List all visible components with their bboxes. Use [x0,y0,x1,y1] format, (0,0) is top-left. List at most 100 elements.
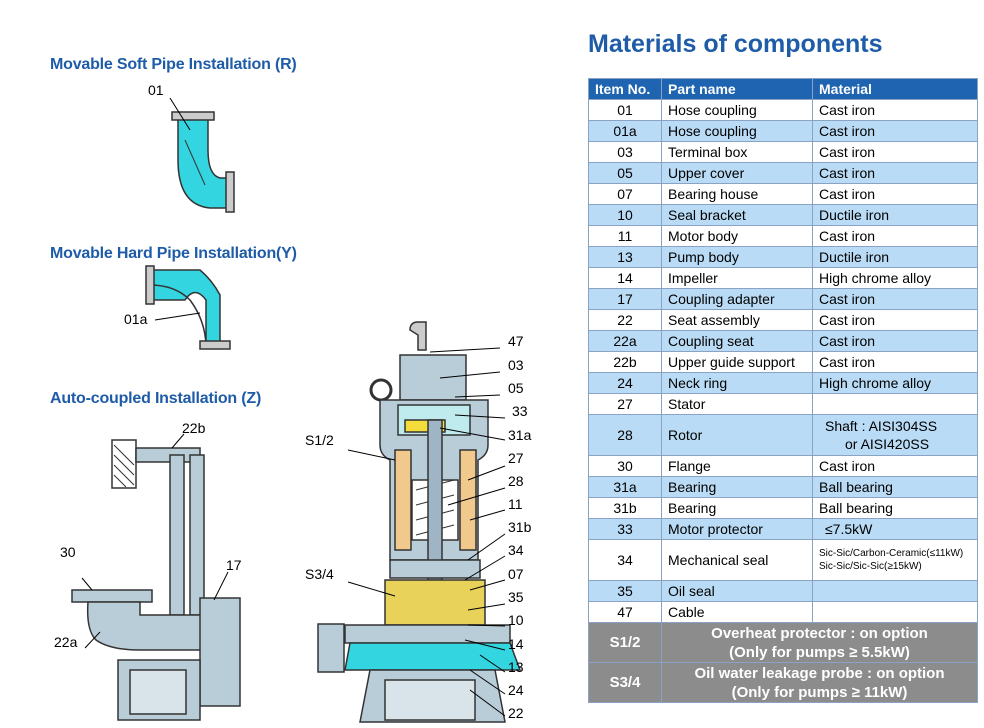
material: Cast iron [812,162,978,184]
header-material: Material [812,78,978,100]
item-no: 47 [588,601,662,623]
note-line-2: (Only for pumps ≥ 5.5kW) [729,643,910,661]
note-text: Oil water leakage probe : on option (Onl… [661,662,978,703]
material-line-1: Sic-Sic/Carbon-Ceramic(≤11kW) [819,548,964,559]
item-no: 11 [588,225,662,247]
table-row: 01a Hose coupling Cast iron [588,120,978,142]
table-header-row: Item No. Part name Material [588,78,978,100]
item-no: 01 [588,99,662,121]
callout-s12: S1/2 [305,432,334,448]
item-no: 24 [588,372,662,394]
part-name: Coupling seat [661,330,813,352]
callout-35: 35 [508,589,524,605]
material: High chrome alloy [812,267,978,289]
table-row: 34 Mechanical seal Sic-Sic/Carbon-Cerami… [588,539,978,581]
item-no: 14 [588,267,662,289]
material: Cast iron [812,330,978,352]
material: Shaft : AISI304SS or AISI420SS [812,414,978,456]
part-name: Mechanical seal [661,539,813,581]
callout-10: 10 [508,612,524,628]
item-no: 13 [588,246,662,268]
part-name: Bearing [661,476,813,498]
part-name: Motor protector [661,518,813,540]
materials-title: Materials of components [588,30,883,58]
material: Cast iron [812,141,978,163]
item-no: 35 [588,580,662,602]
table-row: 10 Seal bracket Ductile iron [588,204,978,226]
part-name: Bearing [661,497,813,519]
material: Ball bearing [812,476,978,498]
material: Cast iron [812,183,978,205]
note-row: S3/4 Oil water leakage probe : on option… [588,662,978,703]
material [812,580,978,602]
material: Sic-Sic/Carbon-Ceramic(≤11kW) Sic-Sic/Si… [812,539,978,581]
material: Cast iron [812,120,978,142]
material: Cast iron [812,309,978,331]
callout-17: 17 [226,557,242,573]
auto-coupled-title: Auto-coupled Installation (Z) [50,390,262,407]
material: Cast iron [812,351,978,373]
material: Cast iron [812,455,978,477]
note-text: Overheat protector : on option (Only for… [661,622,978,663]
callout-31b: 31b [508,519,532,535]
part-name: Motor body [661,225,813,247]
callout-05: 05 [508,380,524,396]
part-name: Seal bracket [661,204,813,226]
material [812,393,978,415]
item-no: 05 [588,162,662,184]
callout-22a: 22a [54,634,78,650]
table-row: 13 Pump body Ductile iron [588,246,978,268]
table-row: 22 Seat assembly Cast iron [588,309,978,331]
material: High chrome alloy [812,372,978,394]
note-row: S1/2 Overheat protector : on option (Onl… [588,622,978,663]
table-row: 22a Coupling seat Cast iron [588,330,978,352]
auto-coupled-assembly [71,433,241,721]
material-line-1: Shaft : AISI304SS [825,418,938,434]
soft-pipe-title: Movable Soft Pipe Installation (R) [50,56,297,73]
header-item-no: Item No. [588,78,662,100]
table-row: 33 Motor protector ≤7.5kW [588,518,978,540]
callout-11: 11 [508,496,523,512]
part-name: Flange [661,455,813,477]
callout-leaders [347,347,506,717]
material: Ductile iron [812,246,978,268]
part-name: Terminal box [661,141,813,163]
part-name: Impeller [661,267,813,289]
table-row: 11 Motor body Cast iron [588,225,978,247]
part-name: Neck ring [661,372,813,394]
item-no: 31b [588,497,662,519]
note-line-1: Oil water leakage probe : on option [694,664,945,682]
item-no: 31a [588,476,662,498]
material-line-2: Sic-Sic/Sic-Sic(≥15kW) [819,561,922,572]
table-row: 30 Flange Cast iron [588,455,978,477]
table-row: 14 Impeller High chrome alloy [588,267,978,289]
part-name: Pump body [661,246,813,268]
item-no: 22 [588,309,662,331]
material: Cast iron [812,99,978,121]
table-row: 01 Hose coupling Cast iron [588,99,978,121]
part-name: Bearing house [661,183,813,205]
part-name: Hose coupling [661,99,813,121]
item-no: 17 [588,288,662,310]
callout-31a: 31a [508,427,532,443]
item-no: 28 [588,414,662,456]
table-row: 17 Coupling adapter Cast iron [588,288,978,310]
callout-s34: S3/4 [305,566,334,582]
part-name: Upper cover [661,162,813,184]
hard-pipe-title: Movable Hard Pipe Installation(Y) [50,245,297,262]
part-name: Seat assembly [661,309,813,331]
callout-22b: 22b [182,420,206,436]
material: Cast iron [812,225,978,247]
item-no: 03 [588,141,662,163]
material [812,601,978,623]
hard-pipe-elbow [145,265,231,350]
table-row: 31a Bearing Ball bearing [588,476,978,498]
table-row: 28 Rotor Shaft : AISI304SS or AISI420SS [588,414,978,456]
header-part-name: Part name [661,78,813,100]
pump-cross-section [317,321,522,723]
callout-28: 28 [508,473,524,489]
callout-01a: 01a [124,311,148,327]
part-name: Rotor [661,414,813,456]
item-no: 07 [588,183,662,205]
item-no: 10 [588,204,662,226]
